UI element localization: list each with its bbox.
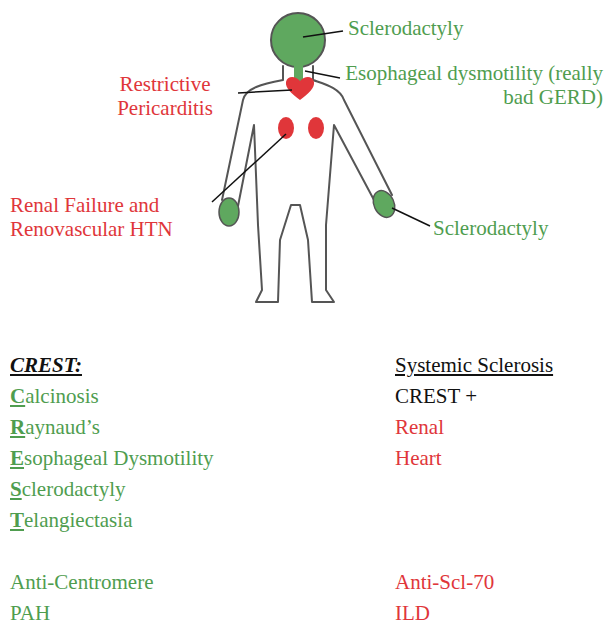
antibody-label: Anti-Centromere: [10, 570, 153, 594]
list-item: Esophageal Dysmotility: [10, 446, 214, 470]
organ-label: Restrictive Pericarditis: [92, 72, 238, 120]
body-outline: [222, 66, 392, 302]
antibody-label: Anti-Scl-70: [395, 570, 494, 594]
list-item: Heart: [395, 446, 442, 470]
organ-label: Renal Failure and Renovascular HTN: [10, 193, 205, 241]
complication-label: ILD: [395, 601, 430, 625]
list-item: Sclerodactyly: [10, 477, 125, 501]
leader-lines: [212, 31, 430, 226]
list-item: CREST +: [395, 384, 477, 408]
leader-line: [392, 208, 430, 226]
leader-line: [238, 90, 292, 93]
list-item: Telangiectasia: [10, 508, 132, 532]
complication-label: PAH: [10, 601, 50, 625]
list-item: Raynaud’s: [10, 415, 100, 439]
right-hand: [369, 187, 399, 221]
list-item: Calcinosis: [10, 384, 99, 408]
leader-line: [305, 71, 340, 78]
list-heading: Systemic Sclerosis: [395, 353, 553, 377]
heart: [286, 77, 314, 100]
organ-label: Sclerodactyly: [433, 216, 548, 240]
right-kidney: [308, 117, 324, 139]
organ-label: Esophageal dysmotility (really bad GERD): [345, 61, 603, 109]
leader-line: [212, 134, 286, 202]
leader-line: [303, 31, 343, 37]
left-hand: [219, 198, 239, 226]
list-heading: CREST:: [10, 353, 82, 377]
body-contour: [222, 66, 392, 302]
list-item: Renal: [395, 415, 444, 439]
organ-label: Sclerodactyly: [348, 16, 463, 40]
head: [271, 13, 325, 67]
left-kidney: [278, 117, 294, 139]
